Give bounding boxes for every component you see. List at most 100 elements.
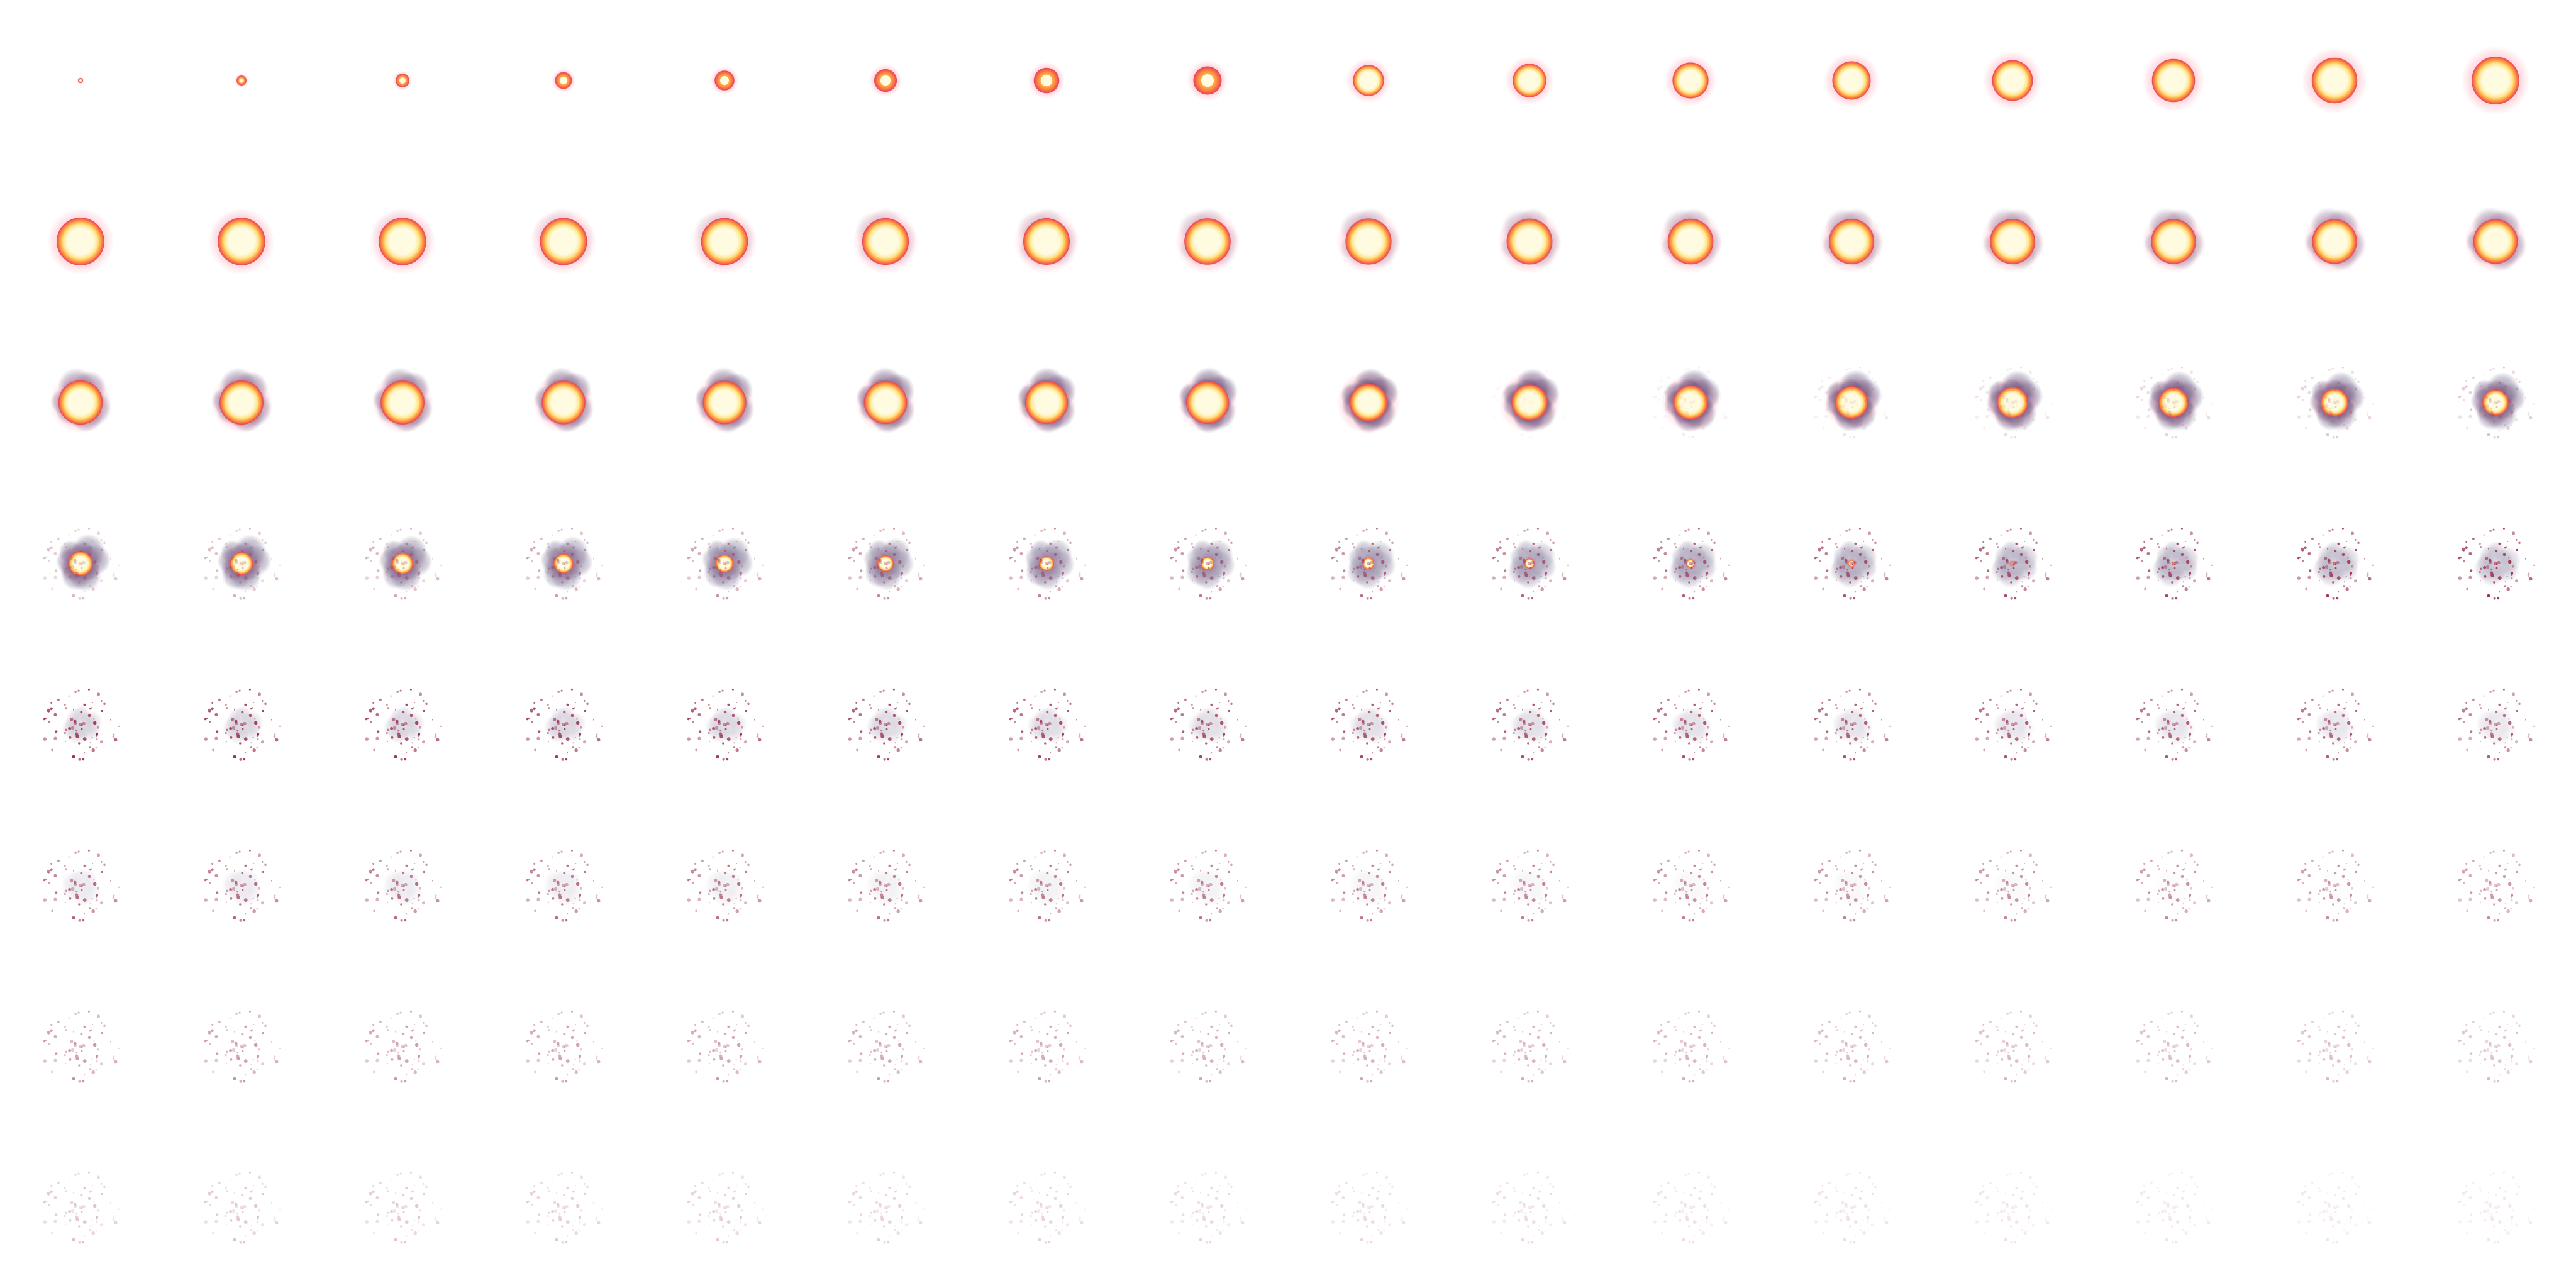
explosion-frame [1610,483,1771,644]
explosion-frame [1288,0,1449,161]
explosion-frame [1610,161,1771,322]
explosion-frame [1932,805,2093,966]
explosion-frame [2093,644,2254,805]
explosion-frame-graphic [2136,527,2213,600]
explosion-frame [161,161,322,322]
explosion-frame [644,483,805,644]
explosion-frame-graphic [1653,527,1730,600]
explosion-frame [644,966,805,1127]
explosion-frame [161,644,322,805]
explosion-frame-graphic [2458,688,2535,761]
explosion-frame [644,161,805,322]
explosion-frame-graphic [1975,366,2052,439]
explosion-frame [2254,322,2415,483]
explosion-frame [805,644,966,805]
explosion-frame [1127,644,1288,805]
explosion-frame [2093,966,2254,1127]
explosion-frame [2415,805,2576,966]
explosion-frame-graphic [365,527,442,600]
explosion-frame-graphic [1658,208,1723,274]
explosion-frame-graphic [1653,849,1730,922]
explosion-frame [805,1127,966,1288]
explosion-frame-graphic [2458,1010,2535,1083]
explosion-frame-graphic [687,527,764,600]
explosion-frame-graphic [1177,367,1238,434]
explosion-frame-graphic [848,527,925,600]
explosion-frame [322,644,483,805]
explosion-frame [1610,805,1771,966]
explosion-frame-graphic [1505,56,1554,105]
explosion-frame [1932,0,2093,161]
explosion-frame [1127,805,1288,966]
explosion-frame-graphic [526,1010,603,1083]
explosion-frame-graphic [1975,527,2052,600]
explosion-frame [966,161,1127,322]
explosion-frame [1932,161,2093,322]
explosion-frame [2415,322,2576,483]
explosion-frame [1288,966,1449,1127]
explosion-frame-graphic [1983,51,2042,110]
explosion-frame [483,1127,644,1288]
explosion-frame [1610,966,1771,1127]
explosion-frame-graphic [1170,1171,1247,1244]
explosion-frame-graphic [853,208,918,274]
explosion-frame-graphic [526,1171,603,1244]
explosion-frame-graphic [2297,1010,2374,1083]
explosion-frame [2093,161,2254,322]
explosion-frame-graphic [1028,62,1065,99]
explosion-frame-graphic [1814,1010,1891,1083]
explosion-frame-graphic [2297,1171,2374,1244]
explosion-frame-graphic [687,688,764,761]
explosion-frame-graphic [848,849,925,922]
explosion-frame [2415,1127,2576,1288]
explosion-frame-graphic [1823,52,1880,109]
explosion-frame-graphic [2142,49,2205,112]
explosion-frame [0,1127,161,1288]
explosion-frame-graphic [694,367,755,433]
explosion-frame-graphic [49,367,112,434]
explosion-frame [966,322,1127,483]
explosion-frame-graphic [1492,1171,1569,1244]
explosion-frame-graphic [204,527,281,600]
explosion-frame [1288,161,1449,322]
explosion-frame [2254,0,2415,161]
explosion-frame-graphic [1331,688,1408,761]
explosion-frame [2415,0,2576,161]
explosion-frame [161,805,322,966]
explosion-frame-graphic [2136,849,2213,922]
explosion-frame [322,322,483,483]
explosion-frame [0,644,161,805]
explosion-frame [1288,644,1449,805]
explosion-frame [0,161,161,322]
explosion-frame [2415,966,2576,1127]
explosion-frame-graphic [204,1010,281,1083]
explosion-frame [161,322,322,483]
explosion-frame-graphic [43,688,120,761]
explosion-frame [1610,644,1771,805]
explosion-frame-graphic [1492,1010,1569,1083]
explosion-frame [966,1127,1127,1288]
explosion-frame-graphic [1336,368,1401,435]
explosion-frame-graphic [1499,368,1560,433]
explosion-frame [1127,0,1288,161]
explosion-frame [1771,966,1932,1127]
explosion-frame [1932,644,2093,805]
explosion-frame [483,483,644,644]
explosion-frame [161,483,322,644]
explosion-frame [483,0,644,161]
explosion-frame [805,0,966,161]
explosion-frame-graphic [1170,1010,1247,1083]
explosion-frame [483,644,644,805]
explosion-frame-graphic [2136,1010,2213,1083]
explosion-frame-graphic [526,527,603,600]
explosion-frame [644,1127,805,1288]
explosion-frame-graphic [2460,45,2531,116]
explosion-frame-graphic [43,1171,120,1244]
explosion-frame [966,805,1127,966]
explosion-frame-graphic [1814,849,1891,922]
explosion-frame [0,483,161,644]
explosion-frame-graphic [1492,849,1569,922]
explosion-frame-graphic [1331,1171,1408,1244]
explosion-frame [1932,483,2093,644]
explosion-frame-graphic [2136,1171,2213,1244]
